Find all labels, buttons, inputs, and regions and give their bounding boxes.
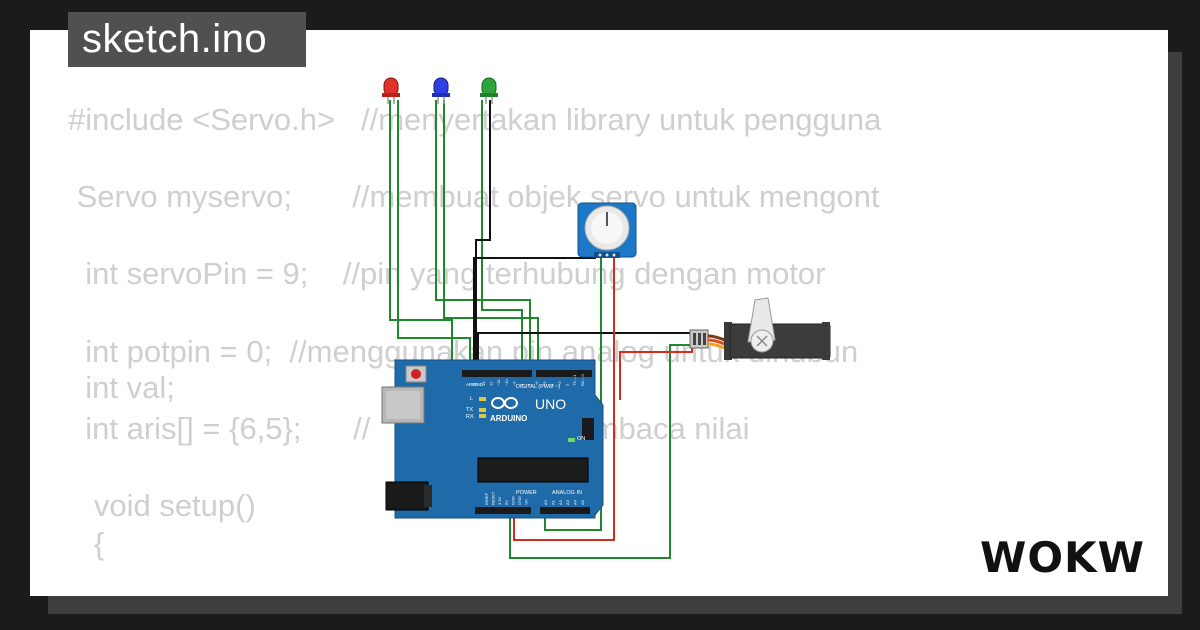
pin-label: ~3	[557, 381, 562, 386]
wokwi-logo: WOKWi	[980, 533, 1148, 582]
pin-label: Vin	[524, 499, 529, 505]
servo-motor[interactable]	[689, 297, 831, 360]
pin-label: 7	[527, 383, 532, 386]
pin-label: ~11	[496, 379, 501, 386]
pin-label: A1	[550, 499, 555, 505]
wire-red	[513, 256, 615, 541]
pin-label: 5V	[504, 500, 509, 505]
pin-label: IOREF	[484, 492, 489, 505]
potentiometer[interactable]	[577, 202, 637, 258]
tx-indicator-label: TX	[466, 407, 473, 413]
pin-label: 13	[481, 381, 486, 386]
pin-label: A2	[558, 499, 563, 505]
digital-header-label: DIGITAL (PWM ~)	[516, 384, 560, 390]
pin-label: A3	[565, 499, 570, 505]
wire-green	[544, 256, 602, 531]
arduino-uno-board[interactable]: ARDUINO UNO DIGITAL (PWM ~) ANALOG IN PO…	[381, 359, 604, 519]
board-model-label: UNO	[535, 396, 566, 412]
pin-label: ~6	[534, 381, 539, 386]
rx-indicator-label: RX	[466, 414, 474, 420]
pin-label: ~5	[542, 381, 547, 386]
pin-label: 12	[489, 381, 494, 386]
on-indicator-label: ON	[577, 436, 585, 442]
wokwi-logo-text: WOKWi	[980, 533, 1148, 582]
wire-black	[477, 332, 705, 368]
code-line: Servo myservo; //membuat objek servo unt…	[68, 179, 880, 214]
pin-label: GND	[517, 496, 522, 505]
wire-green	[397, 100, 471, 368]
pin-label: 3.3V	[497, 496, 502, 505]
aref-label: AREF	[466, 382, 478, 387]
file-tab[interactable]: sketch.ino	[68, 12, 306, 67]
code-line: {	[68, 526, 105, 561]
l-indicator-label: L	[470, 396, 473, 402]
pin-label: RX←0	[580, 373, 585, 386]
pin-label: 8	[519, 383, 524, 386]
pin-label: A5	[580, 499, 585, 505]
pin-label: ~9	[511, 381, 516, 386]
wire-black	[473, 256, 596, 368]
code-line: int servoPin = 9; //pin yang terhubung d…	[68, 256, 826, 291]
code-line: int val;	[68, 370, 175, 405]
pin-label: GND	[510, 496, 515, 505]
wire-green	[389, 100, 453, 368]
gnd-label: GND	[473, 382, 484, 387]
code-line: void setup()	[68, 488, 256, 523]
wire-green	[443, 100, 539, 368]
wire-green	[509, 344, 705, 559]
pin-label: ~10	[504, 378, 509, 386]
board-brand-label: ARDUINO	[490, 414, 527, 423]
power-header-label: POWER	[516, 490, 537, 496]
pin-label: 2	[565, 383, 570, 386]
led-blue[interactable]	[432, 77, 450, 104]
pin-label: A4	[573, 499, 578, 505]
led-red[interactable]	[382, 77, 400, 104]
power-jack	[385, 481, 429, 511]
wire-green	[481, 100, 523, 368]
pin-label: RESET	[491, 491, 496, 505]
pin-label: 4	[549, 383, 554, 386]
led-green[interactable]	[480, 77, 498, 104]
wire-black	[475, 100, 491, 368]
atmega-chip	[477, 457, 589, 483]
pin-label: TX→1	[572, 374, 577, 386]
code-line: #include <Servo.h> //menyertakan library…	[68, 102, 882, 137]
pin-label: A0	[543, 499, 548, 505]
analog-header-label: ANALOG IN	[552, 490, 582, 496]
